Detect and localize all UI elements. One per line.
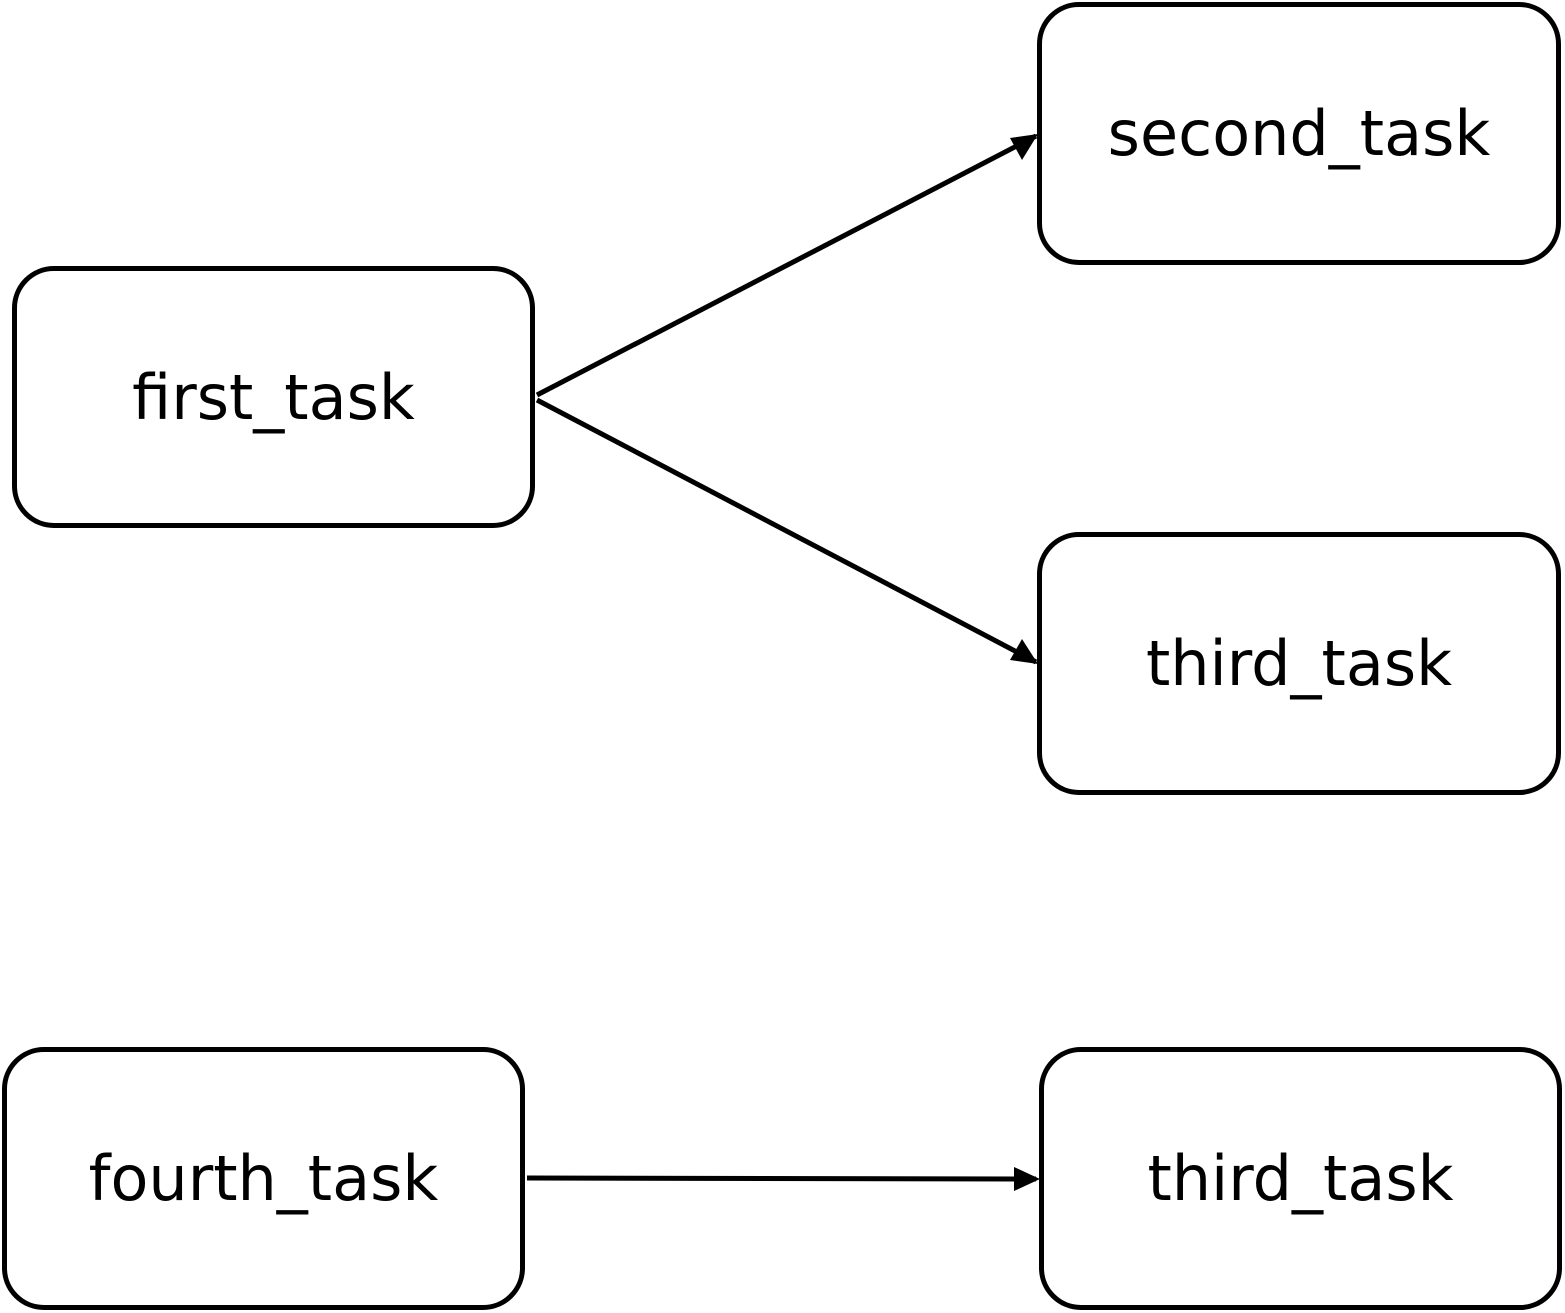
node-first-task-label: first_task bbox=[132, 360, 415, 434]
node-third-task-lower: third_task bbox=[1039, 1047, 1562, 1310]
edge-first-to-second bbox=[535, 133, 1038, 398]
node-first-task: first_task bbox=[12, 266, 535, 528]
arrowhead-fourth-to-third bbox=[1014, 1167, 1040, 1191]
node-fourth-task: fourth_task bbox=[2, 1047, 525, 1310]
node-third-task-lower-label: third_task bbox=[1147, 1142, 1454, 1215]
arrowhead-first-to-second bbox=[1010, 134, 1038, 160]
node-third-task-upper-label: third_task bbox=[1145, 627, 1453, 700]
node-second-task-label: second_task bbox=[1107, 97, 1491, 170]
edge-fourth-to-third bbox=[526, 1175, 1037, 1182]
node-fourth-task-label: fourth_task bbox=[88, 1142, 439, 1215]
arrowhead-first-to-third bbox=[1010, 639, 1038, 664]
node-third-task-upper: third_task bbox=[1037, 532, 1561, 795]
edge-first-to-third bbox=[535, 397, 1038, 665]
node-second-task: second_task bbox=[1037, 2, 1561, 265]
